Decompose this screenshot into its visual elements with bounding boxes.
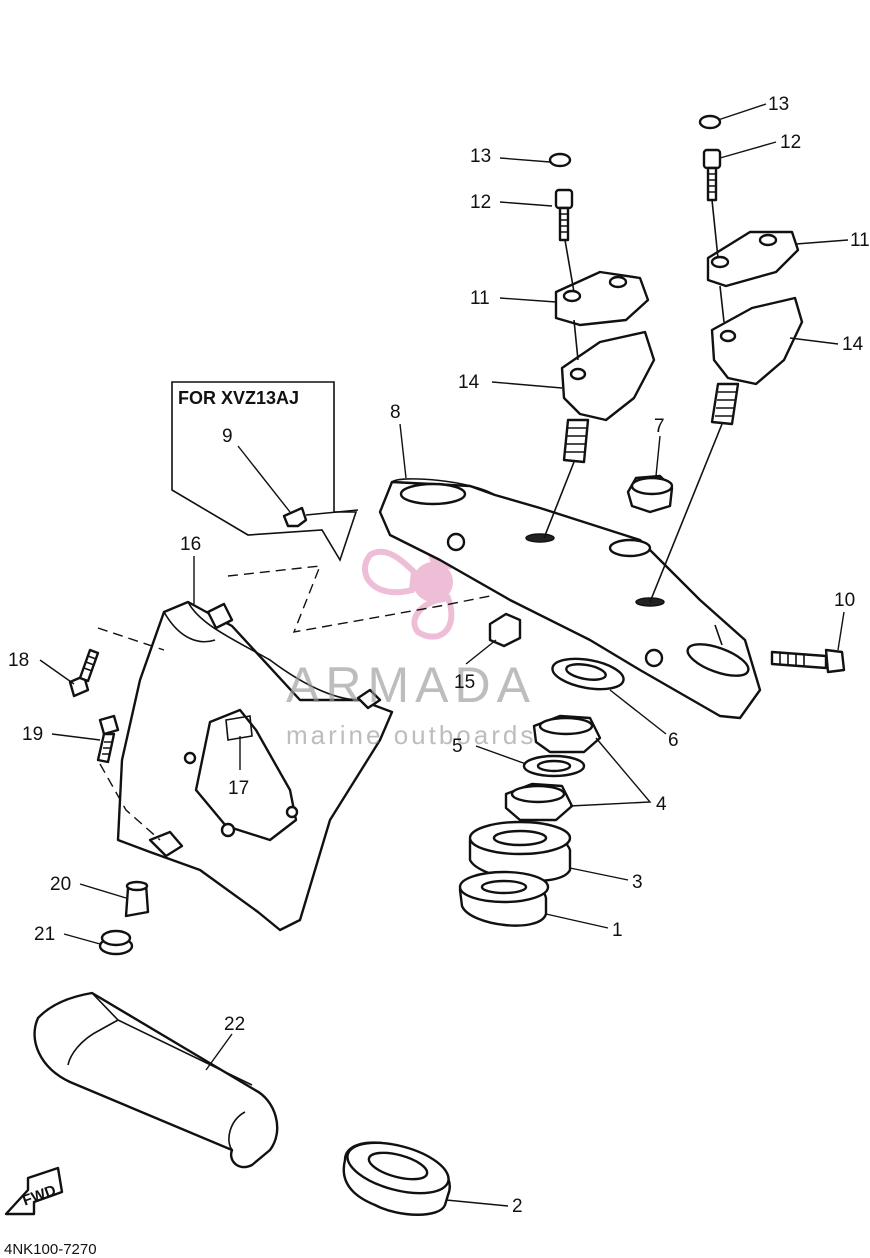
callout-20: 20: [50, 874, 71, 895]
callout-4: 4: [656, 794, 667, 815]
callout-18: 18: [8, 650, 29, 671]
part-14-riser-right: [710, 296, 804, 426]
part-14-riser-left: [560, 330, 656, 464]
part-17-inner-bracket: [183, 708, 299, 842]
part-9-grommet: [282, 506, 308, 528]
callout-16: 16: [180, 534, 201, 555]
part-11-clamp-right: [706, 230, 800, 288]
watermark-brand: ARMADA: [286, 657, 536, 713]
part-4-ring-nut-upper: [532, 714, 602, 754]
callout-19: 19: [22, 724, 43, 745]
callout-14-left: 14: [458, 372, 480, 393]
variant-box: FOR XVZ13AJ: [171, 381, 358, 562]
drawing-code: 4NK100-7270: [4, 1241, 97, 1258]
part-2-seal: [342, 1141, 451, 1216]
callout-21: 21: [34, 924, 55, 945]
part-20-collar: [124, 880, 150, 918]
fwd-arrow-icon: FWD: [4, 1166, 64, 1216]
callout-8: 8: [390, 402, 401, 423]
callout-1: 1: [612, 920, 623, 941]
part-12-bolt-right: [702, 148, 722, 202]
callout-17: 17: [228, 778, 249, 799]
callout-12-left: 12: [470, 192, 491, 213]
part-11-clamp-left: [554, 270, 650, 327]
reference-line: [227, 565, 491, 633]
callout-3: 3: [632, 872, 643, 893]
part-7-nut: [626, 474, 674, 514]
part-19-bolt: [96, 714, 120, 764]
part-10-bolt: [770, 648, 846, 674]
part-6-lock-washer: [551, 657, 625, 691]
part-8-upper-bracket: [378, 478, 762, 720]
watermark-tagline: marine outboards: [286, 720, 536, 750]
callout-15: 15: [454, 672, 475, 693]
variant-note-label: FOR XVZ13AJ: [178, 388, 299, 408]
callout-13-left: 13: [470, 146, 491, 167]
part-4-ring-nut-lower: [504, 782, 574, 822]
callout-12-right: 12: [780, 132, 801, 153]
callout-7: 7: [654, 416, 665, 437]
part-1-bearing: [458, 870, 550, 927]
callout-22: 22: [224, 1014, 245, 1035]
callout-2: 2: [512, 1196, 523, 1217]
part-13-cap-left: [548, 152, 572, 168]
fwd-arrow-label: FWD: [20, 1182, 58, 1210]
reference-line-18: [97, 627, 165, 651]
part-22-cover: [33, 991, 279, 1169]
part-12-bolt-left: [554, 188, 574, 242]
reference-line-19: [99, 763, 161, 841]
callout-14-right: 14: [842, 334, 864, 355]
callout-6: 6: [668, 730, 679, 751]
callout-labels: 13 12 11 14 13 12 11 14 8 7 10 9 16 18 1…: [8, 94, 870, 1217]
part-21-grommet: [98, 929, 134, 956]
callout-9: 9: [222, 426, 233, 447]
part-5-washer: [522, 754, 586, 778]
part-13-cap-right: [698, 114, 722, 130]
callout-11-right: 11: [850, 230, 870, 251]
callout-11-left: 11: [470, 288, 490, 309]
part-18-bolt: [68, 648, 100, 698]
leader-lines: [39, 103, 849, 1207]
callout-13-right: 13: [768, 94, 789, 115]
callout-5: 5: [452, 736, 463, 757]
callout-10: 10: [834, 590, 855, 611]
part-15-nut: [488, 612, 522, 648]
part-16-mount-foot: [148, 830, 184, 858]
